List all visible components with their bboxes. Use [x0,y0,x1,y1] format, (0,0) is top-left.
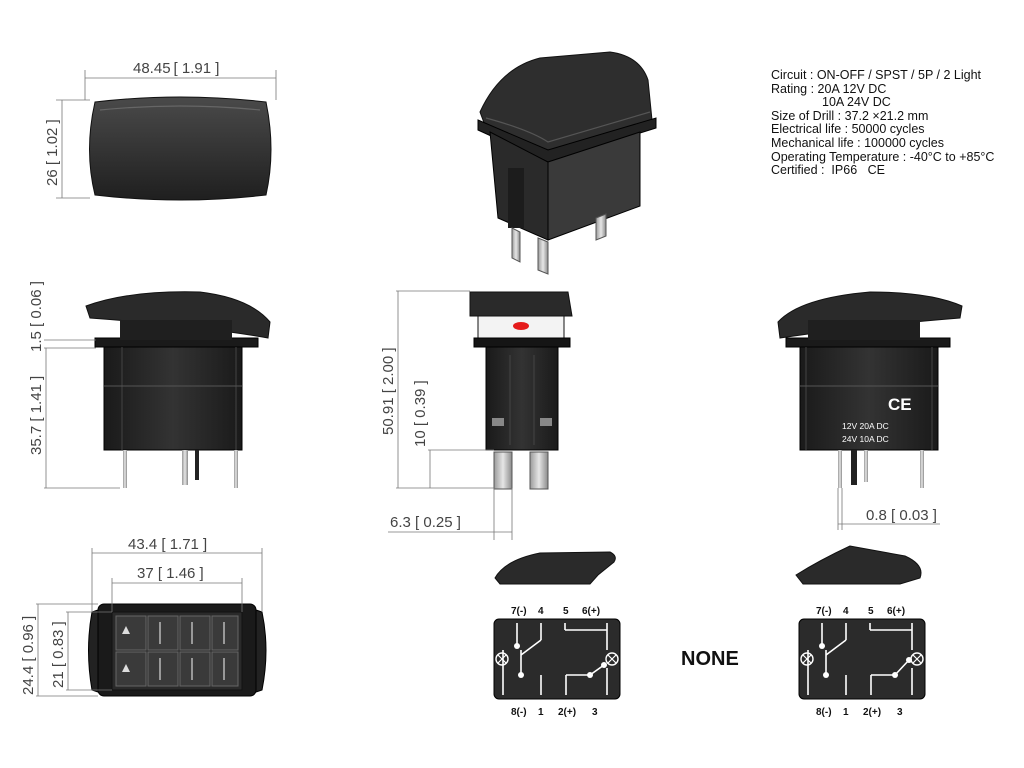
right-housing [799,346,939,451]
pin-label: 2(+) [558,707,576,718]
pin-label: 7(-) [511,606,527,617]
wiring-block-left [493,618,621,700]
spec-list: Circuit : ON-OFF / SPST / 5P / 2 Light R… [771,68,995,178]
pin-label: 8(-) [511,707,527,718]
pin-label: 6(+) [582,606,600,617]
right-pin-dim: 0.8 [ 0.03 ] [866,507,937,524]
wiring-block-right [798,618,926,700]
none-label: NONE [681,648,739,670]
mini-rocker-left [494,551,616,585]
bottom-inner-dim: 37 [ 1.46 ] [137,565,204,582]
spec-rating-24v: 10A 24V DC [822,95,891,110]
rocker-top-face [89,96,272,201]
spec-certified: Certified : IP66 CE [771,163,885,178]
front-rocker [469,291,573,317]
rating-mark-24v: 24V 10A DC [842,434,889,444]
spec-operating-temp: Operating Temperature : -40°C to +85°C [771,149,995,164]
bottom-outer-dim: 43.4 [ 1.71 ] [128,536,207,553]
front-offset-dim: 6.3 [ 0.25 ] [390,514,461,531]
side-pin [123,450,127,488]
side-pin [234,450,238,488]
pin-label: 5 [563,606,569,617]
top-view: 48.45 [ 1.91 ] 26 [ 1.02 ] [44,60,277,201]
side-height-dim: 35.7 [ 1.41 ] [28,376,45,455]
lamp-icon [800,652,814,666]
pin-label: 2(+) [863,707,881,718]
ce-mark: CE [888,395,912,414]
front-housing [485,346,559,451]
pin-label: 1 [538,707,544,718]
isometric-view [477,51,657,275]
pin-label: 3 [897,707,903,718]
pin-label: 5 [868,606,874,617]
side-view-right: CE 12V 20A DC 24V 10A DC 0.8 [ 0.03 ] [777,291,963,530]
wiring-diagram-right: 7(-) 4 5 6(+) 8(-) 1 2(+) 3 [795,545,926,718]
spec-electrical-life: Electrical life : 50000 cycles [771,122,925,137]
bottom-view: 43.4 [ 1.71 ] 37 [ 1.46 ] 24.4 [ 0.96 ] … [20,536,267,697]
top-width-dim: 48.45 [ 1.91 ] [133,60,219,77]
bottom-rocker-outline [88,609,267,693]
pin-label: 3 [592,707,598,718]
pin-label: 4 [843,606,849,617]
wiring-diagram-left: 7(-) 4 5 6(+) 8(-) 1 2(+) 3 [493,551,621,718]
side-housing [103,346,243,451]
pin-label: 6(+) [887,606,905,617]
iso-bezel [477,117,657,163]
pin-label: 1 [843,707,849,718]
bottom-height-outer-dim: 24.4 [ 0.96 ] [20,616,37,695]
rocker-top-highlight [99,105,261,111]
iso-terminal [511,227,521,263]
spec-circuit: Circuit : ON-OFF / SPST / 5P / 2 Light [771,68,982,82]
iso-terminal [595,213,607,241]
mini-rocker-right [795,545,922,585]
lamp-icon [605,652,619,666]
led-indicator [513,322,529,330]
bottom-height-inner-dim: 21 [ 0.83 ] [50,621,67,688]
bottom-terminal-grid [115,615,239,687]
spec-rating-12v: Rating : 20A 12V DC [771,81,887,96]
pin-label: 4 [538,606,544,617]
side-gap-dim: 1.5 [ 0.06 ] [28,281,45,352]
lamp-icon [495,652,509,666]
spec-drill: Size of Drill : 37.2 ×21.2 mm [771,108,929,123]
iso-terminal [537,237,549,275]
side-view-left: 1.5 [ 0.06 ] 35.7 [ 1.41 ] [28,281,271,489]
side-pin [195,450,199,480]
side-pin [182,450,188,485]
front-view: 50.91 [ 2.00 ] 10 [ 0.39 ] 6.3 [ 0.25 ] [380,290,573,540]
top-height-dim: 26 [ 1.02 ] [44,119,61,186]
rating-mark-12v: 12V 20A DC [842,421,889,431]
front-terminal [493,451,513,490]
pin-label: 8(-) [816,707,832,718]
spec-mechanical-life: Mechanical life : 100000 cycles [771,135,945,150]
front-terminal [529,451,549,490]
front-terminal-dim: 10 [ 0.39 ] [412,380,429,447]
front-total-dim: 50.91 [ 2.00 ] [380,347,397,435]
pin-label: 7(-) [816,606,832,617]
